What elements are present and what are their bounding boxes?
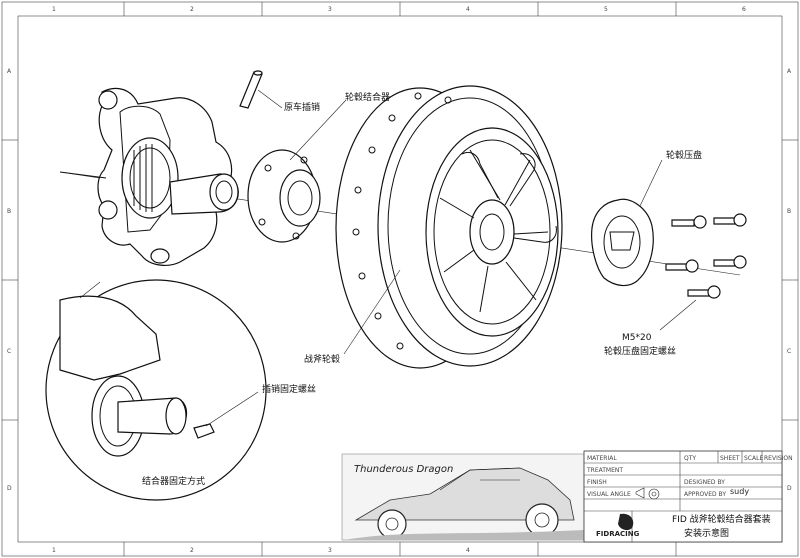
tb-treatment: TREATMENT (586, 467, 623, 474)
leader-hub-adapter (289, 99, 347, 161)
wheel-part (335, 85, 563, 369)
row-label-right-C: C (787, 348, 791, 355)
label-pin-screw: 插销固定螺丝 (262, 383, 316, 395)
row-label-right-B: B (787, 208, 791, 215)
leader-clamp (639, 159, 663, 207)
label-hub-adapter: 轮毂结合器 (345, 91, 390, 103)
detail-view (45, 279, 267, 501)
label-pin: 原车插销 (284, 101, 320, 113)
col-label-1: 1 (52, 6, 56, 13)
label-adapter-method: 结合器固定方式 (142, 475, 205, 487)
tb-product-name: FID 战斧轮毂结合器套装 (672, 513, 771, 525)
bolts (665, 213, 747, 299)
tb-designed-by: DESIGNED BY (684, 479, 725, 486)
tb-finish: FINISH (587, 479, 607, 486)
col-label-2: 2 (190, 6, 194, 13)
leader-pin (257, 89, 283, 109)
col-label-bottom-4: 4 (466, 547, 470, 554)
tb-designer: sudy (730, 487, 749, 496)
label-wheel-clamp: 轮毂压盘 (666, 149, 702, 161)
hub-adapter-part (247, 149, 321, 243)
col-label-3: 3 (328, 6, 332, 13)
tb-qty: QTY (684, 455, 696, 462)
col-label-6: 6 (742, 6, 746, 13)
projection-symbol-icon (635, 487, 660, 500)
leader-detail (79, 281, 101, 299)
steering-knuckle (59, 87, 239, 266)
col-label-bottom-3: 3 (328, 547, 332, 554)
col-label-5: 5 (604, 6, 608, 13)
brand-mark-icon (618, 513, 634, 531)
label-wheel: 战斧轮毂 (304, 353, 340, 365)
wheel-clamp-part (591, 198, 654, 287)
row-label-right-A: A (787, 68, 792, 75)
banner-text: Thunderous Dragon (354, 464, 453, 475)
row-label-right-D: D (787, 485, 792, 492)
column-ticks (123, 2, 677, 556)
pin-part (239, 70, 263, 109)
label-bolt-size: M5*20 (622, 333, 652, 343)
row-label-D: D (7, 485, 12, 492)
tb-scale: SCALE (744, 455, 763, 462)
row-label-C: C (7, 348, 11, 355)
row-label-A: A (7, 68, 12, 75)
tb-sheet: SHEET (720, 455, 740, 462)
leader-bolts (659, 299, 697, 331)
tb-visual-angle: VISUAL ANGLE (587, 491, 631, 498)
tb-revision: REVISION (764, 455, 793, 462)
row-ticks (2, 139, 798, 421)
truck-banner-image: Thunderous Dragon (341, 453, 585, 541)
leader-wheel (343, 269, 401, 355)
col-label-4: 4 (466, 6, 470, 13)
tb-material: MATERIAL (587, 455, 617, 462)
title-block (583, 450, 783, 543)
col-label-bottom-1: 1 (52, 547, 56, 554)
row-label-B: B (7, 208, 11, 215)
tb-drawing-name: 安装示意图 (684, 527, 729, 539)
leader-pin-screw (205, 391, 259, 427)
tb-brand-logo: FIDRACING (596, 530, 640, 538)
label-clamp-bolts: 轮毂压盘固定螺丝 (604, 345, 676, 357)
tb-approved-by: APPROVED BY (684, 491, 726, 498)
col-label-bottom-2: 2 (190, 547, 194, 554)
